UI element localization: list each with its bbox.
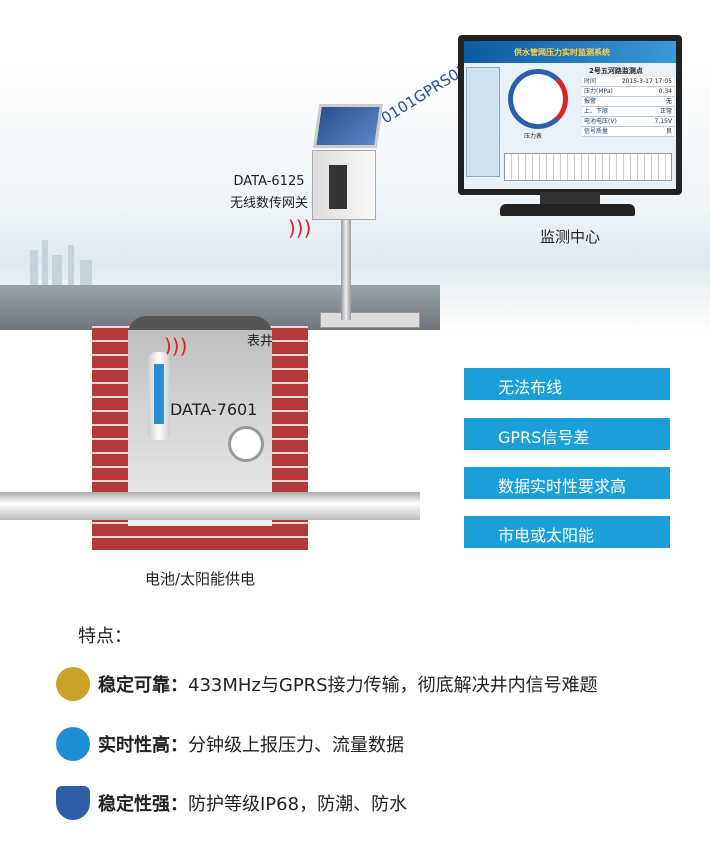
monitor-base bbox=[500, 204, 635, 216]
tag-power: 市电或太阳能 bbox=[464, 516, 670, 548]
water-pipe bbox=[0, 492, 420, 520]
gateway-enclosure bbox=[312, 150, 376, 220]
screen-title: 供水管网压力实时监测系统 bbox=[464, 41, 676, 63]
table-row: 电池电压(V)7.15V bbox=[582, 117, 674, 127]
power-label: 电池/太阳能供电 bbox=[144, 570, 256, 588]
city-skyline bbox=[30, 240, 92, 290]
features-heading: 特点： bbox=[78, 626, 132, 647]
pressure-gauge bbox=[508, 69, 568, 129]
wireless-signal-icon: ))) bbox=[288, 216, 312, 240]
eye-icon bbox=[56, 727, 90, 761]
gateway-model: DATA-6125 bbox=[233, 174, 305, 189]
feature-item: 实时性高：分钟级上报压力、流量数据 bbox=[56, 727, 404, 761]
gateway-pole bbox=[341, 210, 351, 320]
screen-sidebar bbox=[466, 67, 500, 177]
sensor-device bbox=[148, 352, 170, 440]
wireless-signal-icon: ))) bbox=[164, 334, 188, 358]
gateway-name: 无线数传网关 bbox=[229, 196, 308, 211]
tag-no-wiring: 无法布线 bbox=[464, 368, 670, 400]
sensor-model: DATA-7601 bbox=[170, 400, 258, 419]
table-row: 上、下限正常 bbox=[582, 107, 674, 117]
shield-icon bbox=[56, 786, 90, 820]
gauge-label: 压力表 bbox=[524, 133, 543, 140]
pressure-trend-chart bbox=[504, 153, 672, 181]
feature-item: 稳定可靠：433MHz与GPRS接力传输，彻底解决井内信号难题 bbox=[56, 667, 598, 701]
point-title: 2号五河路监测点 bbox=[589, 67, 643, 75]
monitor-label: 监测中心 bbox=[539, 228, 600, 246]
feature-item: 稳定性强：防护等级IP68，防潮、防水 bbox=[56, 786, 407, 820]
well-label: 表井 bbox=[246, 334, 273, 349]
table-row: 报警无 bbox=[582, 97, 674, 107]
lock-key-icon bbox=[56, 667, 90, 701]
pressure-gauge-device bbox=[228, 426, 264, 462]
solar-panel bbox=[312, 104, 384, 148]
tag-weak-gprs: GPRS信号差 bbox=[464, 418, 670, 450]
table-row: 信号质量良 bbox=[582, 127, 674, 137]
tag-realtime: 数据实时性要求高 bbox=[464, 467, 670, 499]
well-lid bbox=[128, 316, 272, 334]
table-row: 压力(MPa)0.34 bbox=[582, 87, 674, 97]
curb bbox=[320, 312, 420, 328]
